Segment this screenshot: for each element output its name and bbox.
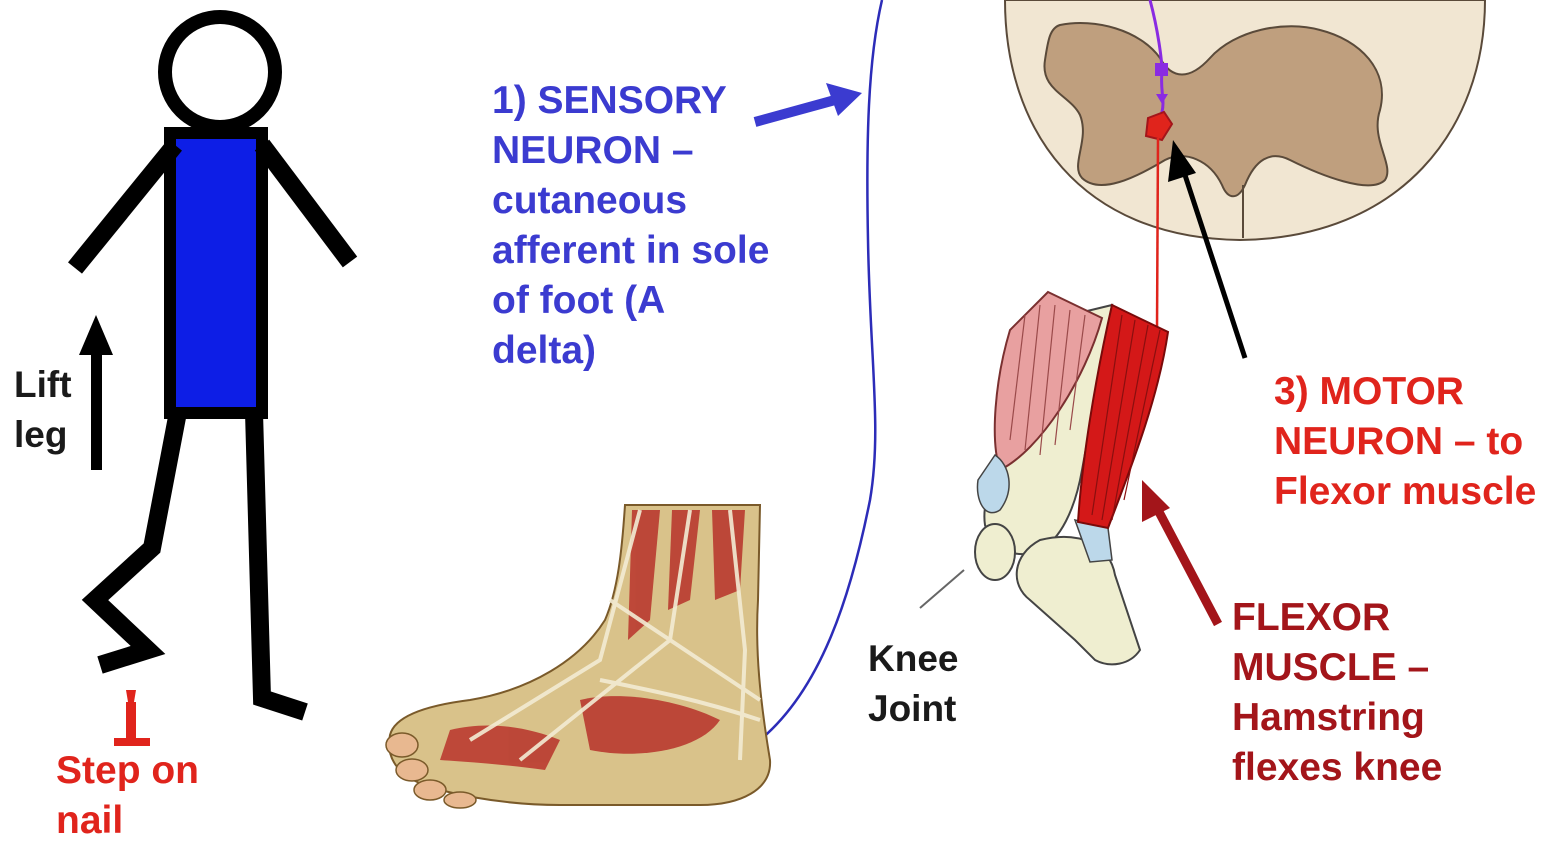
flexor-muscle-label: FLEXOR MUSCLE – Hamstring flexes knee [1232,593,1442,793]
knee-tibia [1017,537,1140,664]
flexor-muscle-line-4: flexes knee [1232,743,1442,793]
flexor-muscle-line-1: FLEXOR [1232,593,1442,643]
lift-leg-line-1: Lift [14,360,72,410]
knee-joint-line-2: Joint [868,684,958,734]
knee-joint-pointer-line [920,570,964,608]
spinal-cord-cross-section-icon [1005,0,1485,240]
lift-leg-label: Lift leg [14,360,72,460]
nail-icon [114,690,150,746]
foot-anatomy-icon [386,505,770,808]
motor-neuron-line-2: NEURON – to [1274,417,1536,467]
sensory-neuron-line-2: NEURON – [492,126,769,176]
lift-leg-arrow [79,315,113,470]
figure-torso [170,133,262,413]
sensory-neuron-line-1: 1) SENSORY [492,76,769,126]
flexor-muscle-line-3: Hamstring [1232,693,1442,743]
flexor-muscle-line-2: MUSCLE – [1232,643,1442,693]
step-on-nail-line-1: Step on [56,746,199,796]
flexor-pointer-arrow [1142,480,1218,624]
knee-anatomy-icon [975,292,1168,664]
knee-joint-line-1: Knee [868,634,958,684]
knee-joint-label: Knee Joint [868,634,958,734]
sensory-neuron-label: 1) SENSORY NEURON – cutaneous afferent i… [492,76,769,376]
sensory-neuron-line-5: of foot (A [492,276,769,326]
sensory-neuron-line-3: cutaneous [492,176,769,226]
knee-patella [975,524,1015,580]
stick-figure-icon [75,17,350,712]
sensory-pointer-arrow [755,83,862,122]
sensory-neuron-line-6: delta) [492,326,769,376]
figure-head [165,17,275,127]
step-on-nail-line-2: nail [56,796,199,846]
motor-neuron-label: 3) MOTOR NEURON – to Flexor muscle [1274,367,1536,517]
step-on-nail-label: Step on nail [56,746,199,846]
sensory-neuron-line-4: afferent in sole [492,226,769,276]
motor-neuron-line-3: Flexor muscle [1274,467,1536,517]
lift-leg-line-2: leg [14,410,72,460]
knee-cartilage [977,455,1009,513]
motor-neuron-line-1: 3) MOTOR [1274,367,1536,417]
